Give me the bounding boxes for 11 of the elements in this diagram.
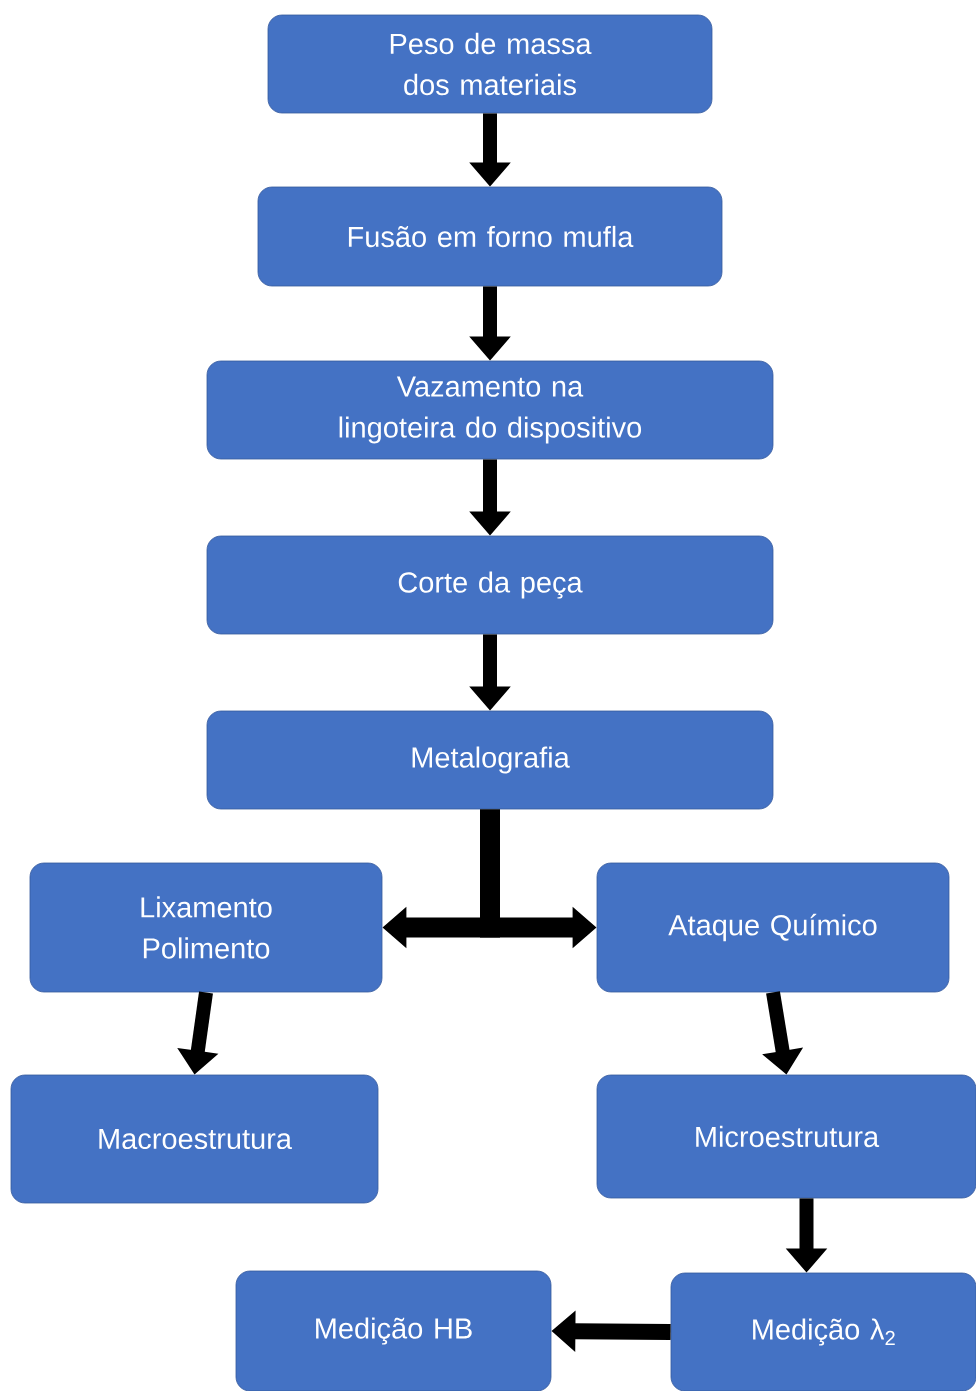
process-box: Medição λ$_{2}$ [670,1272,976,1391]
process-box: Microestrutura [596,1074,976,1199]
process-box: Lixamento Polimento [29,862,383,993]
process-box: Metalografia [206,710,774,810]
process-box: Macroestrutura [10,1074,379,1204]
process-box: Vazamento na lingoteira do dispositivo [206,360,774,460]
process-box: Corte da peça [206,535,774,635]
process-box: Medição HB [235,1270,552,1391]
process-box: Ataque Químico [596,862,950,993]
process-box: Peso de massa dos materiais [267,14,713,114]
process-box: Fusão em forno mufla [257,186,723,287]
